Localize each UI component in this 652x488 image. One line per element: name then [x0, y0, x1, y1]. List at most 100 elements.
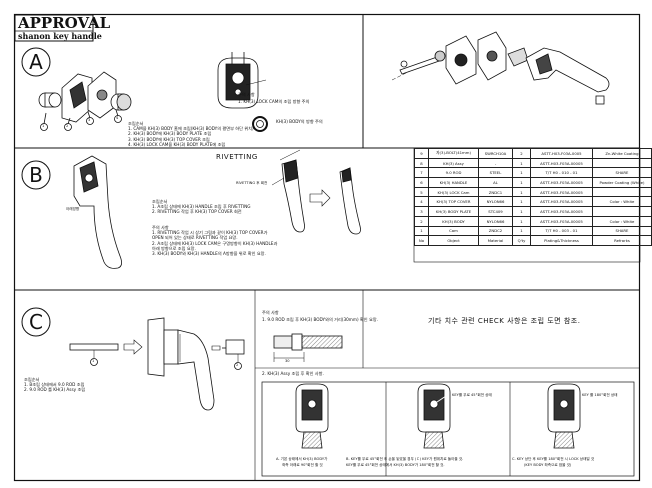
key-caption-a-1: A. 기본 상태에서 KH(3) BODY가 [276, 457, 328, 461]
bom-cell: Plating&Thickness [530, 235, 593, 246]
section-a-note-4: 4. KH(3) LOCK CAM을 KH(3) BODY PLATE에 조립 [128, 141, 226, 147]
bom-cell [592, 157, 652, 169]
key-caption-a-2: 좌측 아래로 90°회전 할 것 [282, 463, 323, 467]
section-c-rod-detail [273, 333, 343, 362]
section-a-note-2: 2. KH(3) BODY에 KH(3) BODY PLATE 조립 [128, 131, 212, 137]
bom-cell: KH(3) TOP COVER [428, 196, 479, 208]
section-c-order-title: 조립순서 [24, 377, 40, 382]
riveting-label: RIVETTING [216, 153, 258, 161]
bom-cell: Refrarks [592, 235, 652, 246]
bom-cell: ASTT-H03-F03A-00005 [530, 206, 593, 217]
bom-cell: ASTT-H03-F03A-00005 [530, 186, 593, 198]
sheet-border [13, 13, 641, 482]
bom-cell: ZNDC1 [478, 186, 513, 198]
bom-cell: ASTT-H03-F03A-00005 [530, 196, 593, 208]
bom-cell: KH(3) LOCK Cam [428, 186, 479, 198]
body-direction-label: KH(3) BODY의 방향 주의 [276, 119, 323, 124]
section-c-rod-assembly [69, 317, 245, 411]
bom-cell: KH(3) BODY PLATE [428, 206, 479, 217]
key-rotate-180-label: KEY 를 180°회전 상태 [582, 393, 618, 397]
bom-cell: 8 [414, 157, 429, 169]
bom-cell: STEEL [478, 167, 513, 179]
bom-cell: Object [428, 235, 479, 246]
bom-cell: 1 [512, 177, 531, 188]
bom-cell: SHARE [592, 167, 652, 179]
section-b-caution-title: 주의 사항 [152, 225, 169, 230]
section-b-caution-3: 2. A조립 상태에 KH(3) LOCK CAM은 구멍방향이 KH(3) H… [152, 240, 278, 246]
bom-cell: ZNDC2 [478, 225, 513, 237]
bom-cell: NYLON66 [478, 215, 513, 227]
bom-cell: 1 [512, 225, 531, 237]
page-subtitle: shanon key handle [18, 31, 102, 41]
bom-cell: 9.0 ROD [428, 167, 479, 179]
section-a-exploded-view [38, 71, 132, 131]
general-note: 기타 치수 관련 CHECK 사항은 조립 도면 참조. [428, 317, 581, 325]
bom-cell: KH(3) Assy [428, 157, 479, 169]
bom-cell: 1 [512, 186, 531, 198]
section-c-order-1: 1. B조립 상태에서 9.0 ROD 조립 [24, 382, 85, 388]
bom-cell: No [414, 235, 429, 246]
bom-cell: T/T H0 - 003 - 01 [530, 225, 593, 237]
bom-cell: 1 [512, 157, 531, 169]
section-c-caution: 1. 9.0 ROD 조립 후 KH(3) BODY와의 거리(30mm) 확인… [262, 317, 379, 322]
section-b-order-1: 1. A조립 상태에 KH(3) HANDLE 조립 후 RIVETTING [152, 204, 251, 210]
key-caption-b-2: KEY를 우로 45°회전 상태에서 KH(3) BODY가 180°회전 할 … [346, 463, 445, 467]
section-b-order-2: 2. RIVETTING 작업 후 KH(3) TOP COVER 회전 [152, 209, 242, 215]
bom-cell: 자(3)-BOLT(41mm) [428, 148, 479, 159]
section-c-label: C [29, 310, 43, 334]
key-check-title: 2. KH(3) Assy 조립 후 확인 사항. [262, 371, 324, 376]
section-a-note-1: 1. CAM을 KH(3) BODY 홈에 조립(KH(3) BODY의 평면부… [128, 126, 254, 132]
callout-c-1: 1 [92, 359, 95, 363]
bom-cell: ASTT-H03-F03A-00005 [530, 177, 593, 188]
section-b-label: B [29, 163, 43, 187]
bom-cell: Powder Coating (White) [592, 177, 652, 188]
bom-cell: 1 [512, 167, 531, 179]
bom-cell: 7 [414, 167, 429, 179]
bom-cell: Q'ty [512, 235, 531, 246]
bom-cell [592, 206, 652, 217]
callout-1: 1 [42, 124, 45, 128]
callout-2: 2 [66, 124, 69, 128]
key-caption-c-1: C. KEY 상단 후 KEY를 180°회전 시 LOCK 상태일 것 [512, 457, 595, 461]
section-b-handle-riveting [271, 149, 361, 235]
section-b-caution: 주의 사항 1. RIVETTING 작업 시 상기 그림과 같이 KH(3) … [152, 225, 278, 256]
bom-cell: - [478, 157, 513, 169]
callout-3: 3 [88, 118, 91, 122]
bom-cell: SWRCH10A [478, 148, 513, 159]
section-c-circle [21, 307, 51, 337]
bom-cell: Zn-White Coating [592, 148, 652, 159]
bom-cell: KH(3) BODY [428, 215, 479, 227]
bom-cell: 4 [414, 196, 429, 208]
bom-cell: ASTT-H03-F03A-0005 [530, 148, 593, 159]
bom-cell [592, 186, 652, 198]
bom-cell: 1 [414, 225, 429, 237]
section-a-caution-title: 주의 사항 [238, 92, 255, 97]
section-a-note-3: 3. KH(3) BODY에 KH(3) TOP COVER 조립 [128, 136, 210, 142]
bom-cell: 2 [512, 148, 531, 159]
bom-cell: 1 [512, 196, 531, 208]
bom-cell: T/T H0 - 010 - 01 [530, 167, 593, 179]
isometric-exploded-view [391, 31, 610, 105]
bom-cell: 5 [414, 186, 429, 198]
key-caption-c-2: (KEY BODY 좌측으로 잠을 것) [524, 463, 572, 467]
section-a-notes: 조립순서 1. CAM을 KH(3) BODY 홈에 조립(KH(3) BODY… [128, 121, 254, 147]
bom-cell: Color : White [592, 215, 652, 227]
key-rotate-45-label: KEY를 우로 45°회전 상태 [452, 393, 492, 397]
section-a-notes-title: 조립순서 [128, 121, 144, 126]
bom-cell: 1 [512, 215, 531, 227]
section-b-order-title: 조립순서 [152, 199, 168, 204]
bom-cell: 2 [414, 215, 429, 227]
dimension-label: 30 [285, 359, 290, 363]
callout-c-2: 2 [236, 363, 239, 367]
bom-cell: Material [478, 235, 513, 246]
section-a-body-detail [217, 52, 268, 132]
section-c-order: 조립순서 1. B조립 상태에서 9.0 ROD 조립 2. 9.0 ROD 를… [24, 377, 85, 393]
